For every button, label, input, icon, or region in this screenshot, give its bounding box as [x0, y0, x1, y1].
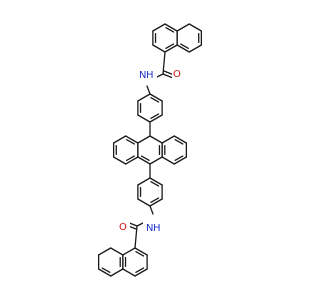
- bond-c-naphthyl-top: [162, 51, 166, 75]
- anthracene-middle-ring-bond: [137, 135, 151, 144]
- nitrogen-label-bottom: N: [146, 223, 153, 234]
- phenyl-top-ring-double-bond: [150, 96, 160, 103]
- phenyl-bottom-ring-double-bond: [150, 197, 160, 204]
- naphthalene-top-ring-b-double-bond: [180, 43, 189, 50]
- anthracene-right-ring-bond: [173, 135, 188, 144]
- phenyl-bottom-ring-double-bond: [150, 180, 160, 187]
- naphthalene-bottom-ring-a-bond: [134, 268, 148, 277]
- o-label-bottom: O: [118, 219, 130, 233]
- naphthalene-bottom-ring-a-bond: [122, 268, 136, 277]
- phenyl-top-ring-bond: [149, 93, 163, 102]
- anthracene-right-ring-bond: [161, 156, 175, 165]
- nh-label-bottom: N H: [143, 220, 163, 234]
- bond-c-naphthyl-bottom: [134, 225, 138, 249]
- anthracene-right-ring-double-bond: [174, 138, 184, 145]
- anthracene-left-ring-bond: [112, 135, 127, 144]
- bond-layer: [97, 23, 203, 277]
- anthracene-middle-ring-bond: [149, 135, 163, 144]
- nh-label-top: N H: [137, 67, 157, 81]
- phenyl-top-ring-bond: [137, 114, 151, 123]
- naphthalene-bottom-ring-b-double-bond: [101, 267, 111, 274]
- anthracene-left-ring-bond: [125, 135, 139, 144]
- naphthalene-top-ring-a-bond: [164, 23, 178, 32]
- naphthalene-bottom-ring-a-bond: [134, 247, 148, 256]
- structure-canvas: N H O N H O: [97, 23, 203, 277]
- phenyl-top-ring-bond: [137, 93, 151, 102]
- anthracene-right-ring-double-bond: [174, 155, 184, 162]
- naphthalene-bottom-ring-b-bond: [110, 247, 124, 256]
- anthracene-middle-ring-double-bond: [140, 155, 150, 162]
- naphthalene-bottom-ring-b-bond: [97, 247, 112, 256]
- naphthalene-top-ring-a-double-bond: [165, 43, 175, 50]
- phenyl-bottom-ring-bond: [149, 177, 163, 186]
- naphthalene-bottom-ring-a-double-bond: [135, 267, 145, 274]
- hydrogen-label-bottom: H: [153, 223, 161, 234]
- anthracene-left-ring-bond: [125, 156, 139, 165]
- anthracene-left-ring-double-bond: [126, 138, 135, 145]
- naphthalene-top-ring-a-bond: [152, 44, 166, 53]
- bond-phenyl-n-top: [146, 85, 151, 95]
- naphthalene-top-ring-b-bond: [176, 23, 190, 32]
- bond-c-o-top: [162, 73, 174, 79]
- phenyl-top-ring-double-bond: [150, 113, 160, 120]
- oxygen-label-top: O: [173, 69, 181, 80]
- anthracene-left-ring-bond: [112, 156, 127, 165]
- phenyl-bottom-ring-bond: [137, 177, 151, 186]
- naphthalene-top-ring-b-bond: [188, 23, 203, 32]
- anthracene-left-ring-double-bond: [126, 155, 135, 162]
- naphthalene-top-ring-b-bond: [188, 44, 203, 53]
- anthracene-middle-ring-bond: [137, 156, 151, 165]
- naphthalene-bottom-ring-a-double-bond: [135, 250, 145, 257]
- oxygen-label-bottom: O: [119, 222, 127, 233]
- phenyl-top-ring-bond: [149, 114, 163, 123]
- naphthalene-bottom-ring-b-bond: [97, 268, 112, 277]
- anthracene-right-ring-bond: [161, 135, 175, 144]
- molecule-drawing: N H O N H O: [97, 23, 203, 277]
- naphthalene-bottom-ring-b-bond: [110, 268, 124, 277]
- phenyl-bottom-ring-bond: [137, 198, 151, 207]
- naphthalene-top-ring-a-double-bond: [165, 26, 175, 33]
- phenyl-bottom-ring-bond: [149, 198, 163, 207]
- anthracene-right-ring-bond: [173, 156, 188, 165]
- anthracene-middle-ring-bond: [149, 156, 163, 165]
- o-label-top: O: [172, 66, 184, 80]
- naphthalene-top-ring-b-bond: [176, 44, 190, 53]
- naphthalene-top-ring-a-bond: [164, 44, 178, 53]
- hydrogen-label-top: H: [146, 70, 154, 81]
- nitrogen-label-top: N: [139, 70, 146, 81]
- naphthalene-bottom-ring-a-bond: [122, 247, 136, 256]
- naphthalene-top-ring-a-bond: [152, 23, 166, 32]
- bond-phenyl-n-bottom: [149, 205, 154, 215]
